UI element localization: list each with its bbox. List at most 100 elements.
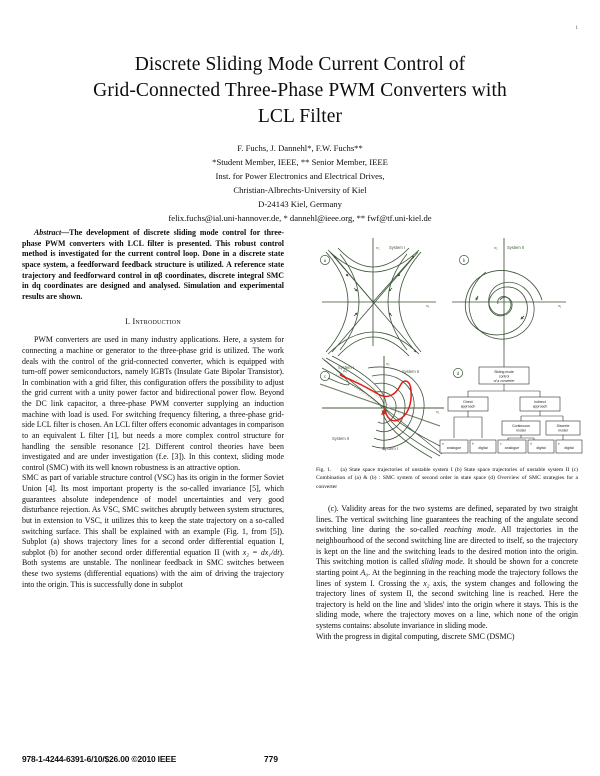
subplot-c-y-axis-label: x₂ — [386, 361, 390, 366]
subplot-a-trajectory — [398, 251, 422, 353]
abstract-text: The development of discrete sliding mode… — [22, 228, 284, 301]
section-number: I. — [125, 317, 131, 327]
paragraph-sliding-mode: (c). Validity areas for the two systems … — [316, 504, 578, 632]
abstract: Abstract—The development of discrete sli… — [22, 228, 284, 302]
tree-leaf-d — [527, 439, 555, 454]
subplot-c-x-axis-label: x₁ — [436, 409, 440, 414]
start-point-marker — [339, 373, 343, 377]
tree-leaf-b-tag: b — [472, 441, 474, 445]
subplot-c-orbit — [371, 374, 415, 441]
tree-node-indirect-label-1: Indirect — [534, 400, 546, 404]
tree-leaf-a — [439, 439, 469, 454]
subplot-a-tag-circle — [320, 255, 330, 265]
tree-node-root-label-2: control — [499, 374, 509, 378]
figure-1-graphic: a x₂ System I x₁ — [319, 238, 583, 459]
region-label-system-2-bottom: System II — [332, 436, 349, 441]
tree-node-discrete-label-1: Discrete — [557, 424, 570, 428]
axis-reference: x₂ — [423, 578, 430, 588]
subplot-a-direction-marker — [345, 273, 349, 277]
figure-1-caption-text: (a) State space trajectories of unstable… — [316, 467, 578, 490]
start-point-label: A₀ — [343, 368, 348, 373]
inline-equation: x₂ = dx₁/dt — [242, 547, 280, 557]
subplot-c-trajectory — [325, 357, 386, 409]
start-point-reference: A₀ — [360, 567, 369, 577]
rc-part-a: (c). Validity areas for the two systems … — [316, 504, 578, 535]
tree-node-direct-label-1: Direct — [463, 400, 472, 404]
title-line-2: Grid-Connected Three-Phase PWM Converter… — [93, 79, 507, 101]
subplot-c-trajectory — [321, 357, 443, 455]
tree-leaf-a-label: analogue — [447, 446, 461, 450]
subplot-b-direction-marker — [475, 295, 479, 301]
subplot-a-direction-marker — [353, 312, 358, 317]
paragraph-vsc-part-a: SMC as part of variable structure contro… — [22, 473, 284, 557]
tree-leaf-c-label: analogue — [505, 446, 519, 450]
author-emails: felix.fuchs@ial.uni-hannover.de, * danne… — [168, 212, 432, 223]
tree-leaf-e-label: digital — [564, 446, 573, 450]
subplot-a-trajectory — [337, 247, 410, 268]
subplot-c-tag: c — [324, 374, 327, 379]
subplot-c-orbit — [373, 382, 406, 433]
subplot-a-y-axis-label: x₂ — [376, 245, 380, 250]
subplot-a-direction-marker — [397, 273, 401, 277]
subplot-a-direction-marker — [388, 312, 393, 317]
tree-node-indirect-label-2: approach — [533, 405, 548, 409]
tree-node-root-label-3: of a converter — [494, 379, 516, 383]
subplot-c-trajectory — [385, 409, 445, 449]
title-line-3: LCL Filter — [257, 105, 343, 127]
region-label-system-1-bottom: System I — [382, 446, 398, 451]
paragraph-intro: PWM converters are used in many industry… — [22, 335, 284, 472]
subplot-a-separatrix-3 — [333, 255, 374, 303]
subplot-a-direction-marker — [353, 287, 358, 292]
sliding-mode-arrow — [381, 409, 387, 415]
figure-1: a x₂ System I x₁ — [316, 228, 588, 460]
tree-leaf-e — [555, 439, 583, 454]
tree-node-continuous-label-1: Continuous — [512, 424, 530, 428]
rc-part-e: axis, the system changes and following t… — [316, 578, 579, 631]
subplot-c-orbit — [367, 366, 425, 449]
subplot-d-tag-circle — [453, 368, 463, 378]
subplot-a: a x₂ System I x₁ — [320, 238, 436, 357]
subplot-b-system-label: System II — [507, 245, 524, 250]
subplot-a-separatrix-4 — [372, 255, 415, 303]
page-title: Discrete Sliding Mode Current Control of… — [46, 52, 554, 130]
page-number-bottom: 779 — [264, 754, 278, 764]
subplot-c-tag-circle — [320, 371, 330, 381]
tree-node-direct-label-2: approach — [461, 405, 476, 409]
author-address: D-24143 Kiel, Germany — [258, 198, 342, 209]
rc-part-c: . It should be shown for a concrete star… — [316, 557, 578, 577]
subplot-d-tag: d — [457, 371, 460, 376]
section-heading-introduction: I. Introduction — [22, 317, 284, 328]
subplot-b: b x₂ System II x₁ — [452, 238, 566, 346]
construction-line — [335, 373, 385, 409]
page-number-top: 1 — [575, 26, 579, 31]
isbn-line: 978-1-4244-6391-6/10/$26.00 ©2010 IEEE — [22, 754, 177, 764]
subplot-a-direction-marker — [388, 287, 393, 292]
sliding-mode-trajectory — [341, 375, 412, 422]
subplot-b-y-axis-label: x₂ — [494, 245, 498, 250]
figure-1-caption: Fig. 1.(a) State space trajectories of u… — [316, 466, 578, 491]
rc-part-d: . At the beginning in the reaching mode … — [316, 567, 578, 588]
author-university: Christian-Albrechts-University of Kiel — [233, 184, 367, 195]
subplot-a-trajectory — [337, 336, 410, 357]
section-title: Introduction — [132, 317, 181, 327]
author-names: F. Fuchs, J. Dannehl*, F.W. Fuchs** — [237, 142, 363, 153]
tree-node-discrete-label-2: model — [558, 429, 568, 433]
abstract-dash: — — [61, 228, 70, 237]
page-footer: 978-1-4244-6391-6/10/$26.00 ©2010 IEEE 7… — [0, 746, 600, 764]
tree-leaf-d-tag: d — [530, 441, 532, 445]
region-label-system-2-top: System II — [402, 369, 419, 374]
term-reaching-mode: reaching mode — [443, 525, 495, 535]
subplot-b-direction-marker — [520, 315, 525, 320]
subplot-c-trajectory — [331, 355, 387, 409]
subplot-a-trajectory — [387, 253, 408, 351]
tree-node-continuous-label-2: model — [516, 429, 526, 433]
subplot-d: d Sliding mode control of a converter — [439, 346, 583, 454]
tree-leaf-a-tag: a — [442, 441, 444, 445]
term-sliding-mode: sliding mode — [421, 557, 463, 567]
paragraph-vsc: SMC as part of variable structure contro… — [22, 473, 284, 590]
title-block: Discrete Sliding Mode Current Control of… — [0, 0, 600, 225]
subplot-a-trajectory — [325, 251, 349, 353]
subplot-c-trajectory — [323, 359, 350, 386]
author-block: F. Fuchs, J. Dannehl*, F.W. Fuchs** *Stu… — [46, 141, 554, 225]
